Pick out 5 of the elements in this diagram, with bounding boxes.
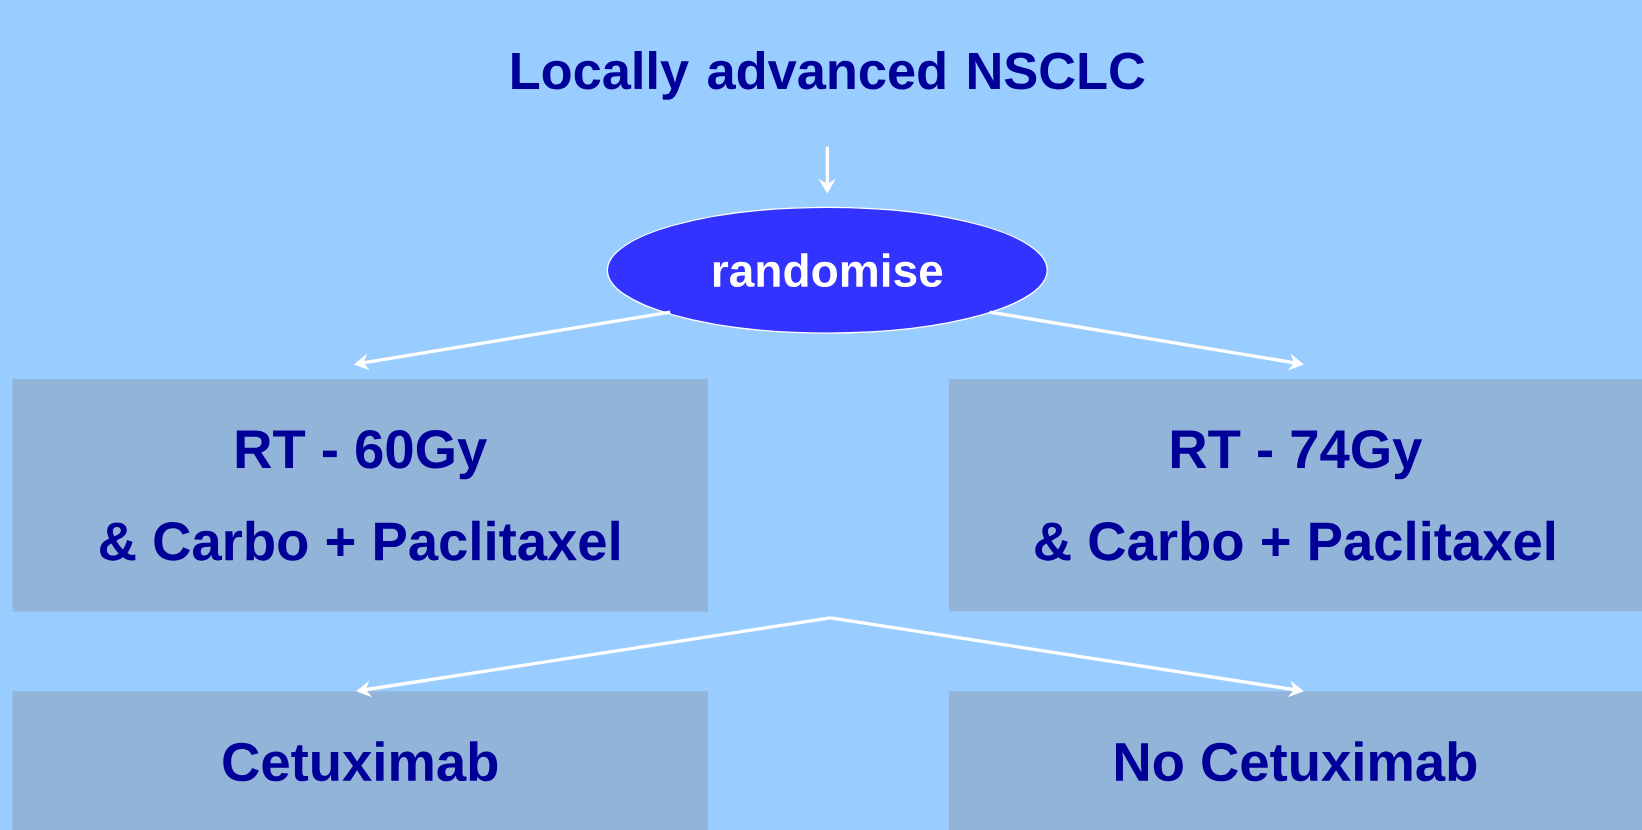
title-text: Locally advanced NSCLC [512,50,1145,100]
treatment-box: Cetuximab [12,690,708,830]
treatment-box: No Cetuximab [948,690,1642,830]
treatment-box: RT - 74Gy & Carbo + Paclitaxel [948,378,1642,612]
treatment-box: RT - 60Gy & Carbo + Paclitaxel [12,378,708,612]
